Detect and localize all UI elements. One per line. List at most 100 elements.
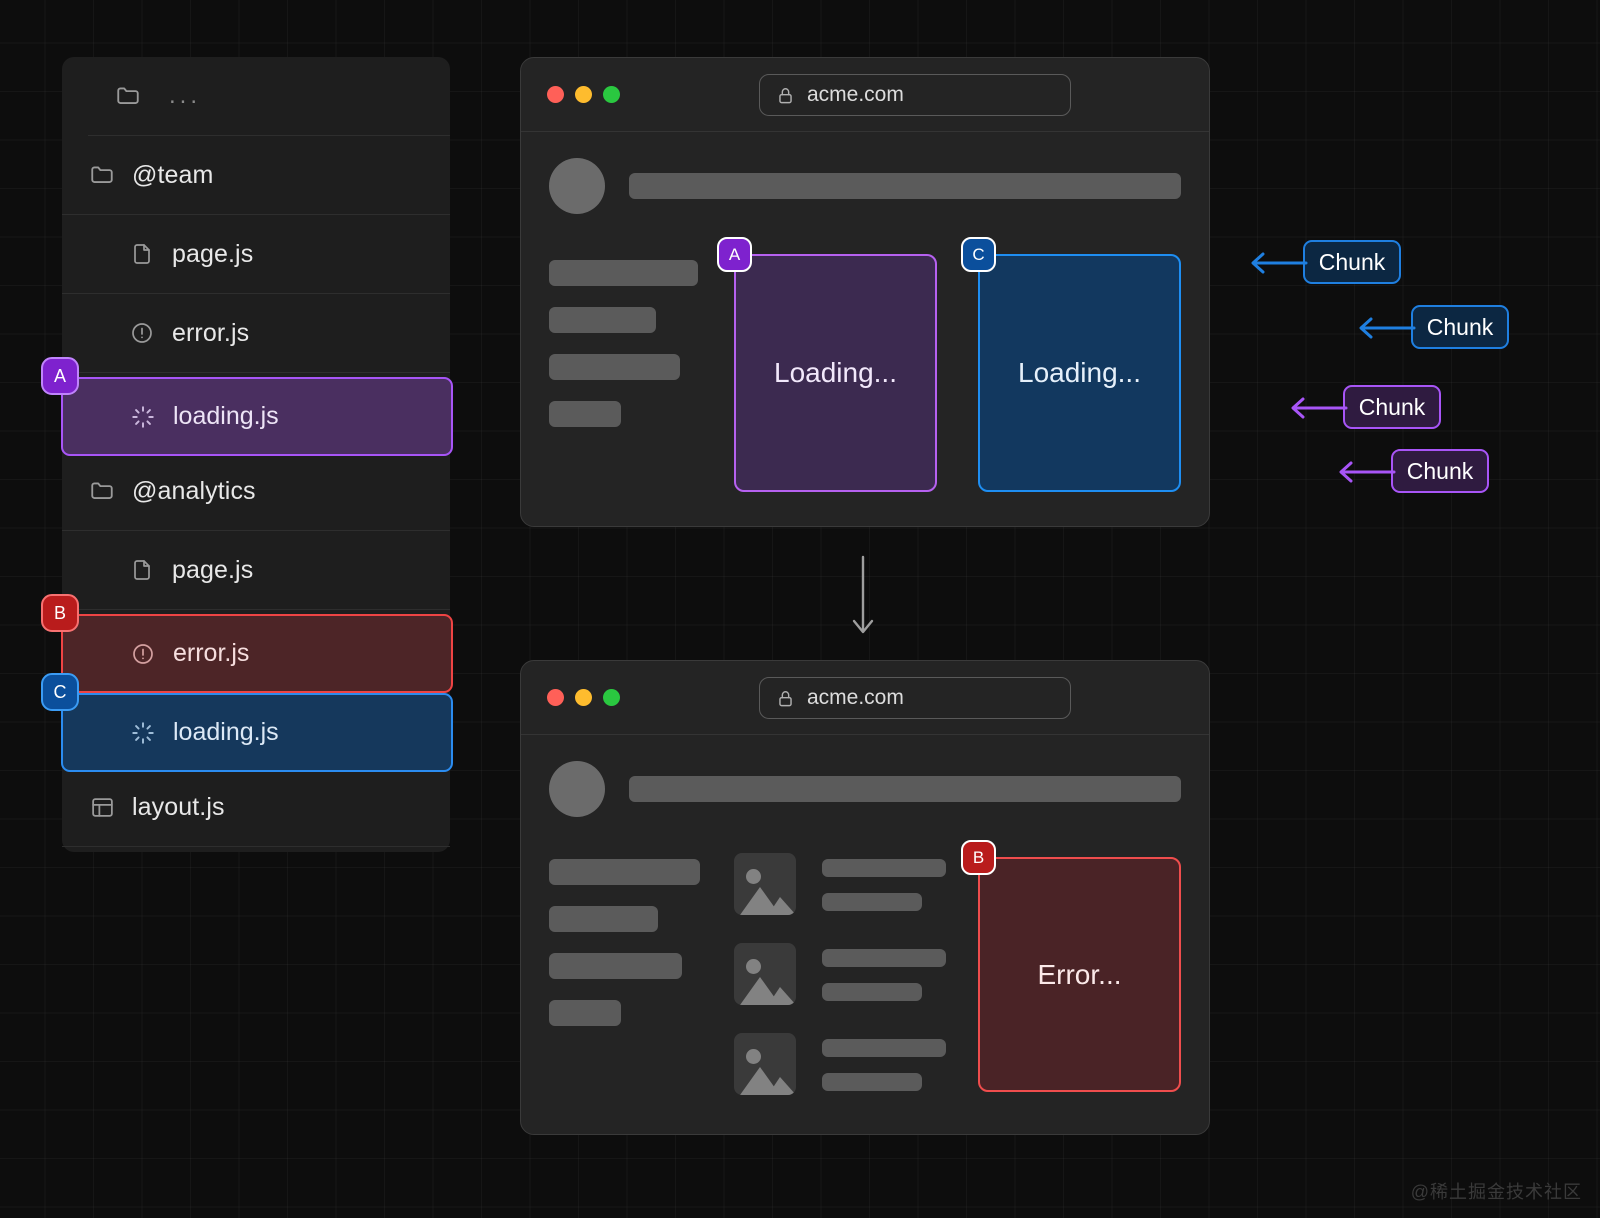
chunk-label-2: Chunk bbox=[1411, 305, 1509, 349]
browser-title-bar: acme.com bbox=[521, 661, 1209, 735]
marker-badge-b: B bbox=[41, 594, 79, 632]
chunk-label-1: Chunk bbox=[1303, 240, 1401, 284]
avatar bbox=[549, 158, 605, 214]
file-tree-row-dots[interactable]: ... bbox=[88, 57, 450, 136]
browser-window-loading: acme.com A Loading... bbox=[520, 57, 1210, 527]
alert-icon bbox=[129, 640, 157, 668]
loading-cards-container: A Loading... C Loading... bbox=[717, 237, 1181, 492]
maximize-button[interactable] bbox=[603, 689, 620, 706]
file-tree-label: error.js bbox=[172, 318, 250, 347]
file-tree-label: ... bbox=[169, 82, 202, 109]
skeleton-bar bbox=[549, 953, 682, 979]
skeleton-bar bbox=[549, 307, 657, 333]
skeleton-bar bbox=[549, 1000, 622, 1026]
chunk-arrow-2 bbox=[1359, 317, 1416, 339]
close-button[interactable] bbox=[547, 689, 564, 706]
file-tree-label: layout.js bbox=[132, 792, 225, 821]
image-placeholder-icon bbox=[734, 853, 796, 915]
watermark: @稀土掘金技术社区 bbox=[1410, 1182, 1582, 1202]
folder-icon bbox=[88, 161, 116, 189]
error-card-label: Error... bbox=[1037, 958, 1122, 990]
address-bar[interactable]: acme.com bbox=[759, 677, 1071, 719]
marker-badge-b: B bbox=[961, 840, 996, 875]
lock-icon bbox=[776, 689, 795, 708]
maximize-button[interactable] bbox=[603, 86, 620, 103]
list-item-text bbox=[822, 1033, 946, 1091]
header-bar-skeleton bbox=[629, 173, 1181, 199]
file-icon bbox=[128, 556, 156, 584]
media-list bbox=[734, 853, 946, 1095]
chunk-label-3: Chunk bbox=[1343, 385, 1441, 429]
list-item bbox=[734, 853, 946, 915]
file-tree-row-analytics[interactable]: @analytics bbox=[62, 452, 450, 531]
skeleton-bar bbox=[822, 893, 922, 911]
page-viewport: A Loading... C Loading... bbox=[521, 132, 1209, 518]
chunk-text: Chunk bbox=[1426, 313, 1494, 340]
skeleton-bar bbox=[549, 859, 700, 885]
browser-window-loaded: acme.com bbox=[520, 660, 1210, 1135]
file-tree-row-team[interactable]: @team bbox=[62, 136, 450, 215]
list-item-text bbox=[822, 853, 946, 911]
close-button[interactable] bbox=[547, 86, 564, 103]
chunk-arrow-3 bbox=[1291, 397, 1348, 419]
address-bar-url: acme.com bbox=[807, 83, 904, 106]
file-tree-row-analytics-error[interactable]: B error.js bbox=[41, 594, 453, 693]
file-tree-row-layout[interactable]: layout.js bbox=[62, 768, 450, 847]
marker-badge-a: A bbox=[717, 237, 752, 272]
page-viewport: B Error... bbox=[521, 735, 1209, 1121]
traffic-lights bbox=[547, 86, 620, 103]
page-body: A Loading... C Loading... bbox=[549, 237, 1181, 492]
loading-card-c: C Loading... bbox=[961, 237, 1181, 492]
chunk-text: Chunk bbox=[1358, 393, 1426, 420]
file-tree-row-team-error[interactable]: error.js bbox=[62, 294, 450, 373]
image-placeholder-icon bbox=[734, 1033, 796, 1095]
sidebar-skeleton bbox=[549, 252, 698, 492]
spinner-icon bbox=[129, 719, 157, 747]
skeleton-bar bbox=[822, 1073, 922, 1091]
folder-icon bbox=[88, 477, 116, 505]
traffic-lights bbox=[547, 689, 620, 706]
file-tree-label: page.js bbox=[172, 239, 254, 268]
skeleton-bar bbox=[549, 906, 658, 932]
avatar bbox=[549, 761, 605, 817]
skeleton-bar bbox=[549, 260, 698, 286]
chunk-label-4: Chunk bbox=[1391, 449, 1489, 493]
folder-icon bbox=[114, 82, 142, 110]
file-tree-label: @analytics bbox=[132, 476, 256, 505]
page-header-skeleton bbox=[549, 761, 1181, 817]
address-bar[interactable]: acme.com bbox=[759, 74, 1071, 116]
minimize-button[interactable] bbox=[575, 689, 592, 706]
skeleton-bar bbox=[822, 859, 946, 877]
list-item bbox=[734, 943, 946, 1005]
sidebar-skeleton bbox=[549, 853, 700, 1095]
header-bar-skeleton bbox=[629, 776, 1181, 802]
marker-badge-c: C bbox=[41, 673, 79, 711]
image-placeholder-icon bbox=[734, 943, 796, 1005]
layout-icon bbox=[88, 793, 116, 821]
file-tree-row-analytics-loading[interactable]: C loading.js bbox=[41, 673, 453, 772]
chunk-text: Chunk bbox=[1318, 248, 1386, 275]
file-tree-row-team-page[interactable]: page.js bbox=[62, 215, 450, 294]
down-arrow-icon bbox=[849, 553, 877, 646]
skeleton-bar bbox=[822, 949, 946, 967]
alert-icon bbox=[128, 319, 156, 347]
chunk-text: Chunk bbox=[1406, 457, 1474, 484]
minimize-button[interactable] bbox=[575, 86, 592, 103]
chunk-arrow-1 bbox=[1251, 252, 1308, 274]
chunk-arrow-4 bbox=[1339, 461, 1396, 483]
skeleton-bar bbox=[822, 1039, 946, 1057]
skeleton-bar bbox=[549, 401, 621, 427]
skeleton-bar bbox=[822, 983, 922, 1001]
list-item-text bbox=[822, 943, 946, 1001]
marker-badge-c: C bbox=[961, 237, 996, 272]
spinner-icon bbox=[129, 403, 157, 431]
error-card-container: B Error... bbox=[961, 840, 1181, 1095]
file-tree-panel: ... @team page.js error.js @a bbox=[41, 57, 453, 852]
file-tree-row-team-loading[interactable]: A loading.js bbox=[41, 357, 453, 456]
file-tree-label: loading.js bbox=[173, 402, 279, 430]
file-tree-row-analytics-page[interactable]: page.js bbox=[62, 531, 450, 610]
file-icon bbox=[128, 240, 156, 268]
skeleton-bar bbox=[549, 354, 681, 380]
file-tree-label: page.js bbox=[172, 555, 254, 584]
